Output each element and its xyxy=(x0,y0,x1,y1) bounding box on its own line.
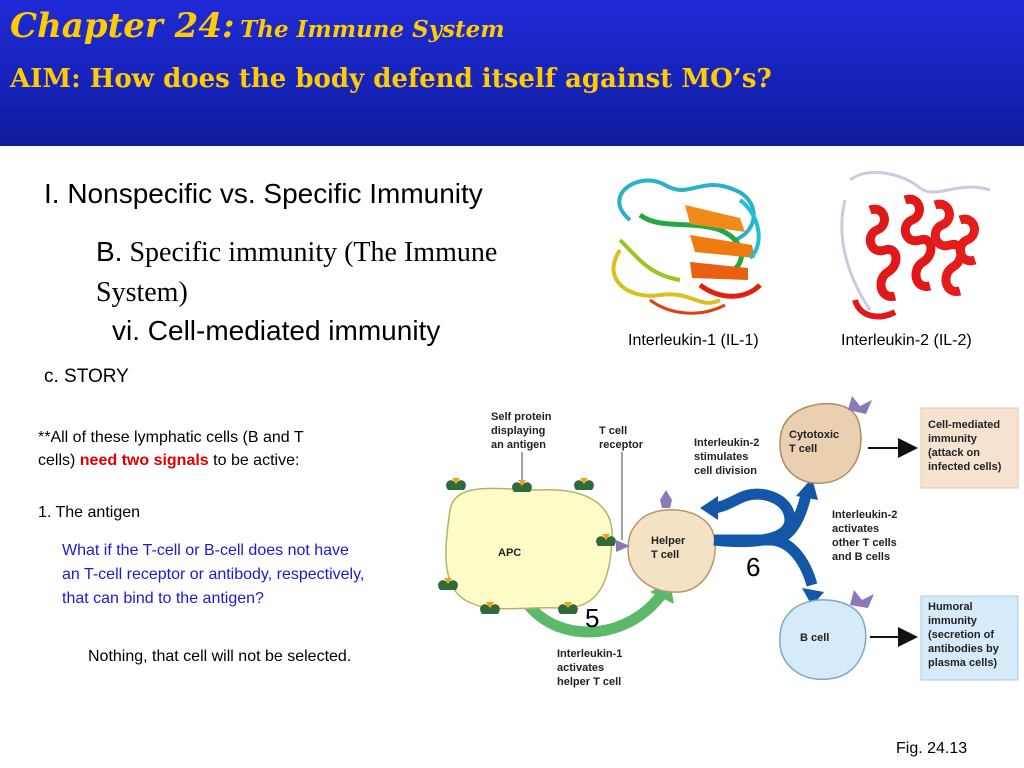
figure-reference: Fig. 24.13 xyxy=(896,740,968,757)
il1-protein-structure xyxy=(611,178,762,315)
question-line2: an T-cell receptor or antibody, respecti… xyxy=(62,566,365,583)
il1-caption: Interleukin-1 (IL-1) xyxy=(628,332,759,349)
step-5-number: 5 xyxy=(585,603,599,633)
two-signals-note: **All of these lymphatic cells (B and T … xyxy=(38,426,304,472)
il2-arrows xyxy=(711,488,818,587)
antigen-markers xyxy=(444,478,610,608)
self-protein-line1: Self protein xyxy=(491,411,552,423)
title-banner: Chapter 24: The Immune System AIM: How d… xyxy=(0,0,1024,146)
self-protein-line3: an antigen xyxy=(491,439,546,451)
cell-mediated-line3: (attack on xyxy=(928,447,980,459)
two-signals-emphasis: need two signals xyxy=(79,452,209,469)
il2-activates-line4: and B cells xyxy=(832,551,890,563)
outline-level2-line1: Specific immunity (The Immune xyxy=(129,237,498,268)
il2-activates-line2: activates xyxy=(832,523,879,535)
outline-level3: vi. Cell-mediated immunity xyxy=(112,315,441,346)
t-cell-receptor-line1: T cell xyxy=(599,425,627,437)
aim-question: AIM: How does the body defend itself aga… xyxy=(10,64,772,94)
outline-level2-prefix: B. xyxy=(96,236,123,267)
helper-il-receptor-icon xyxy=(660,490,672,508)
il2-activates-line3: other T cells xyxy=(832,537,897,549)
apc-label: APC xyxy=(498,547,521,559)
b-cell-receptor-icon xyxy=(850,590,874,608)
humoral-line4: antibodies by xyxy=(928,643,1000,655)
humoral-line5: plasma cells) xyxy=(928,657,997,669)
helper-receptor-icon xyxy=(616,540,630,552)
il2-stimulates-line2: stimulates xyxy=(694,451,748,463)
question-line1: What if the T-cell or B-cell does not ha… xyxy=(62,542,349,559)
t-cell-receptor-label: T cell receptor xyxy=(599,425,644,451)
outline-level2-line2: System) xyxy=(96,277,188,308)
story-heading: c. STORY xyxy=(44,366,129,387)
chapter-subtitle: The Immune System xyxy=(240,16,505,43)
cell-mediated-line1: Cell-mediated xyxy=(928,419,1000,431)
humoral-line1: Humoral xyxy=(928,601,973,613)
outline-level2: B. Specific immunity (The Immune System) xyxy=(96,232,497,313)
il2-caption: Interleukin-2 (IL-2) xyxy=(841,332,972,349)
signal-one-antigen: 1. The antigen xyxy=(38,504,141,521)
il1-activates-line3: helper T cell xyxy=(557,676,621,688)
cytotoxic-t-cell xyxy=(779,402,862,484)
cell-mediated-line2: immunity xyxy=(928,433,978,445)
cytotoxic-label-line1: Cytotoxic xyxy=(789,429,839,441)
helper-label-line2: T cell xyxy=(651,549,679,561)
answer-text: Nothing, that cell will not be selected. xyxy=(88,648,352,665)
b-cell-label: B cell xyxy=(800,632,829,644)
question-text: What if the T-cell or B-cell does not ha… xyxy=(62,539,364,611)
humoral-box xyxy=(920,595,1019,681)
chapter-number: Chapter 24: xyxy=(10,6,235,46)
t-cell-receptor-line2: receptor xyxy=(599,439,644,451)
humoral-line2: immunity xyxy=(928,615,978,627)
il2-stimulates-line1: Interleukin-2 xyxy=(694,437,759,449)
il2-down-arrow-head xyxy=(802,588,824,606)
humoral-line3: (secretion of xyxy=(928,629,994,641)
il1-activates-line1: Interleukin-1 xyxy=(557,648,622,660)
question-line3: that can bind to the antigen? xyxy=(62,590,264,607)
helper-label-line1: Helper xyxy=(651,535,686,547)
two-signals-line1: **All of these lymphatic cells (B and T xyxy=(38,429,304,446)
two-signals-line2-end: to be active: xyxy=(208,452,300,469)
apc-cell xyxy=(445,487,613,610)
cell-mediated-box xyxy=(920,407,1019,489)
cell-mediated-line4: infected cells) xyxy=(928,461,1002,473)
il1-activates-label: Interleukin-1 activates helper T cell xyxy=(557,648,622,688)
helper-t-cell xyxy=(627,509,716,593)
il2-stimulates-line3: cell division xyxy=(694,465,757,477)
il2-activates-line1: Interleukin-2 xyxy=(832,509,897,521)
self-protein-label: Self protein displaying an antigen xyxy=(491,411,552,451)
il2-loop-arrow-head xyxy=(700,496,718,520)
two-signals-line2-start: cells) xyxy=(38,452,80,469)
self-protein-line2: displaying xyxy=(491,425,545,437)
b-cell xyxy=(779,599,867,680)
cytotoxic-receptor-icon xyxy=(848,396,872,414)
il2-activates-label: Interleukin-2 activates other T cells an… xyxy=(832,509,897,563)
apc-receptors xyxy=(438,480,616,614)
step-6-number: 6 xyxy=(746,552,760,582)
il2-stimulates-label: Interleukin-2 stimulates cell division xyxy=(694,437,759,477)
il2-protein-structure xyxy=(840,171,991,320)
il1-activates-line2: activates xyxy=(557,662,604,674)
outline-level1: I. Nonspecific vs. Specific Immunity xyxy=(44,178,483,209)
cytotoxic-label-line2: T cell xyxy=(789,443,817,455)
chapter-title: Chapter 24: The Immune System xyxy=(10,6,505,46)
